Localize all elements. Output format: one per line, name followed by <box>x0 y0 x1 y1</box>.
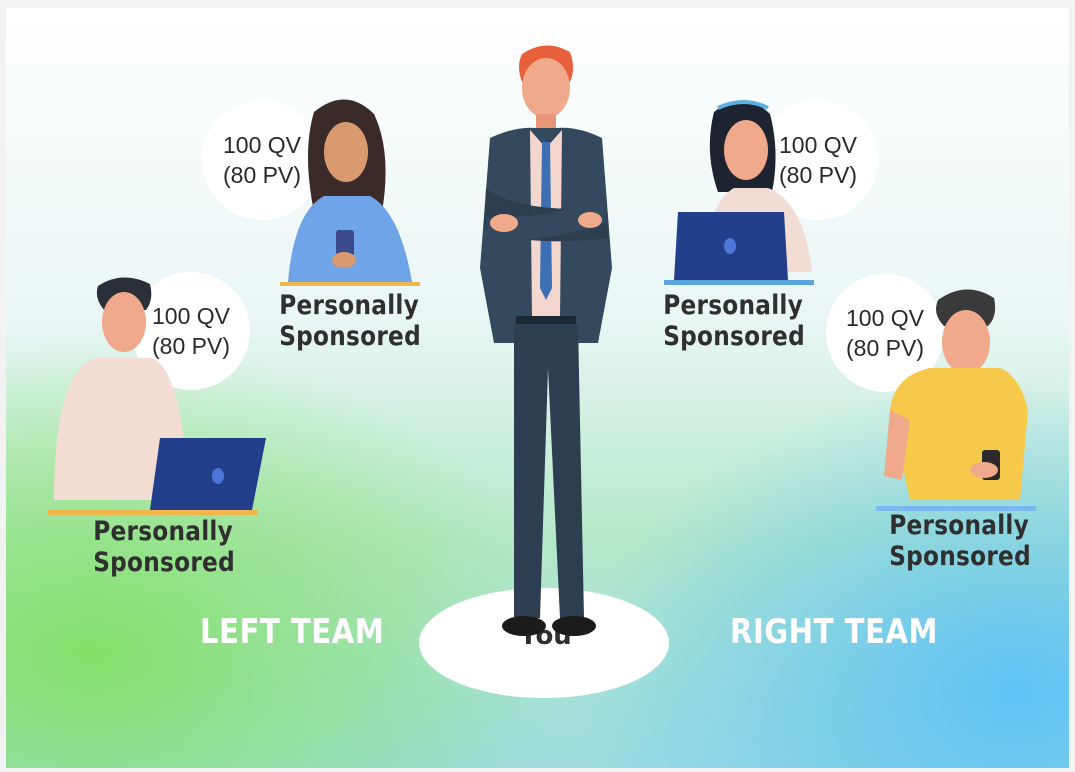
center-person-illustration <box>480 45 612 636</box>
qv-value: 100 QV <box>779 132 857 158</box>
pv-value: (80 PV) <box>223 162 301 188</box>
sponsored-woman-phone-illustration <box>280 99 420 286</box>
diagram-canvas: You 100 QV (80 PV) <box>6 8 1069 768</box>
sponsor-label: Personally Sponsored <box>663 290 805 352</box>
sponsor-label-line1: Personally <box>279 290 420 321</box>
sponsor-label-line1: Personally <box>889 510 1030 541</box>
qv-value: 100 QV <box>846 305 924 331</box>
sponsor-label-line2: Sponsored <box>889 541 1031 572</box>
volume-bubble: 100 QV (80 PV) <box>202 100 322 220</box>
pv-value: (80 PV) <box>779 162 857 188</box>
sponsor-label-line1: Personally <box>663 290 804 321</box>
sponsor-label: Personally Sponsored <box>93 516 235 578</box>
pv-value: (80 PV) <box>846 335 924 361</box>
sponsor-label-line2: Sponsored <box>279 321 421 352</box>
right-team-label: RIGHT TEAM <box>730 612 938 652</box>
sponsored-man-laptop-illustration <box>48 277 266 515</box>
left-team-label: LEFT TEAM <box>200 612 385 652</box>
you-platform <box>419 588 669 698</box>
qv-value: 100 QV <box>223 132 301 158</box>
sponsor-label-line2: Sponsored <box>663 321 805 352</box>
sponsor-label-line2: Sponsored <box>93 547 235 578</box>
sponsor-label-line1: Personally <box>93 516 234 547</box>
pv-value: (80 PV) <box>152 333 230 359</box>
sponsor-label: Personally Sponsored <box>889 510 1031 572</box>
sponsor-label: Personally Sponsored <box>279 290 421 352</box>
sponsored-woman-laptop-illustration <box>664 100 814 285</box>
qv-value: 100 QV <box>152 303 230 329</box>
sponsored-man-phone-illustration <box>876 289 1036 511</box>
